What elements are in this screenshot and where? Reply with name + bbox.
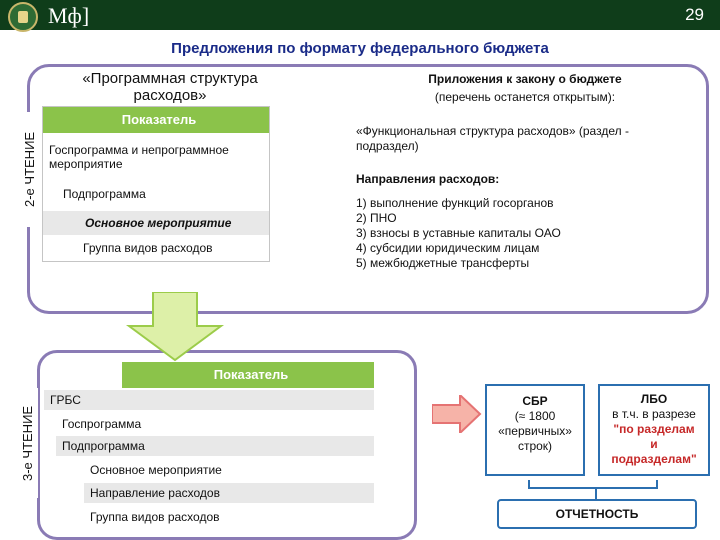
table-header: Показатель [43,107,269,133]
law-appendix-title-line1: Приложения к закону о бюджете [428,72,622,86]
sbr-line: «первичных» [498,424,572,438]
directions-title: Направления расходов: [356,172,500,186]
lbo-title: ЛБО [640,392,668,406]
law-appendix-title: Приложения к закону о бюджете (перечень … [380,70,670,106]
program-structure-table: Показатель Госпрограмма и непрограммное … [42,106,270,262]
table-header: Показатель [122,362,374,388]
bracket-connector [528,480,658,489]
top-bar: Мф] 29 [0,0,720,32]
reporting-box: ОТЧЕТНОСТЬ [497,499,697,529]
page-number: 29 [685,5,704,24]
lbo-red-text: и [650,437,658,451]
table-row: ГРБС [44,390,374,410]
table-row: Подпрограмма [56,436,374,456]
sbr-box: СБР (≈ 1800 «первичных» строк) [485,384,585,476]
bracket-stem [595,488,597,499]
list-item: 1) выполнение функций госорганов [356,196,554,210]
arrow-down-icon [125,292,225,362]
arrow-right-icon [432,395,482,433]
list-item: 4) субсидии юридическим лицам [356,241,540,255]
third-reading-label: 3-е ЧТЕНИЕ [20,388,38,498]
table-row: Госпрограмма [62,417,142,431]
lbo-line: "по разделам [600,422,708,437]
lbo-quote-open: " [613,422,620,436]
table-row: Направление расходов [84,483,374,503]
table-row: Группа видов расходов [83,241,213,255]
sbr-line: (≈ 1800 [514,409,556,423]
lbo-line: в т.ч. в разрезе [612,407,696,421]
lbo-line: подразделам" [600,452,708,467]
program-structure-title: «Программная структура расходов» [82,70,258,104]
lbo-quote-close: " [690,452,697,466]
ministry-logo: Мф] [48,3,90,28]
sbr-title: СБР [522,394,548,408]
lbo-red-text: по разделам [619,422,695,436]
second-reading-label: 2-е ЧТЕНИЕ [22,112,40,227]
directions-list: 1) выполнение функций госорганов 2) ПНО … [356,196,561,271]
law-appendix-title-line2: (перечень останется открытым): [434,90,616,104]
slide-title: Предложения по формату федерального бюдж… [171,40,549,57]
list-item: 2) ПНО [356,211,397,225]
table-row: Основное мероприятие [43,211,269,235]
table-row: Госпрограмма и непрограммное мероприятие [49,143,229,171]
table-row: Группа видов расходов [90,510,220,524]
table-row: Подпрограмма [63,187,146,201]
functional-structure-text: «Функциональная структура расходов» (раз… [356,124,629,153]
emblem-icon [8,2,38,32]
list-item: 3) взносы в уставные капиталы ОАО [356,226,561,240]
sbr-line: строк) [517,439,553,453]
third-reading-frame [37,350,417,540]
lbo-red-text: подразделам [611,452,691,466]
list-item: 5) межбюджетные трансферты [356,256,530,270]
table-row: Основное мероприятие [90,463,222,477]
lbo-box: ЛБО в т.ч. в разрезе "по разделам и подр… [598,384,710,476]
